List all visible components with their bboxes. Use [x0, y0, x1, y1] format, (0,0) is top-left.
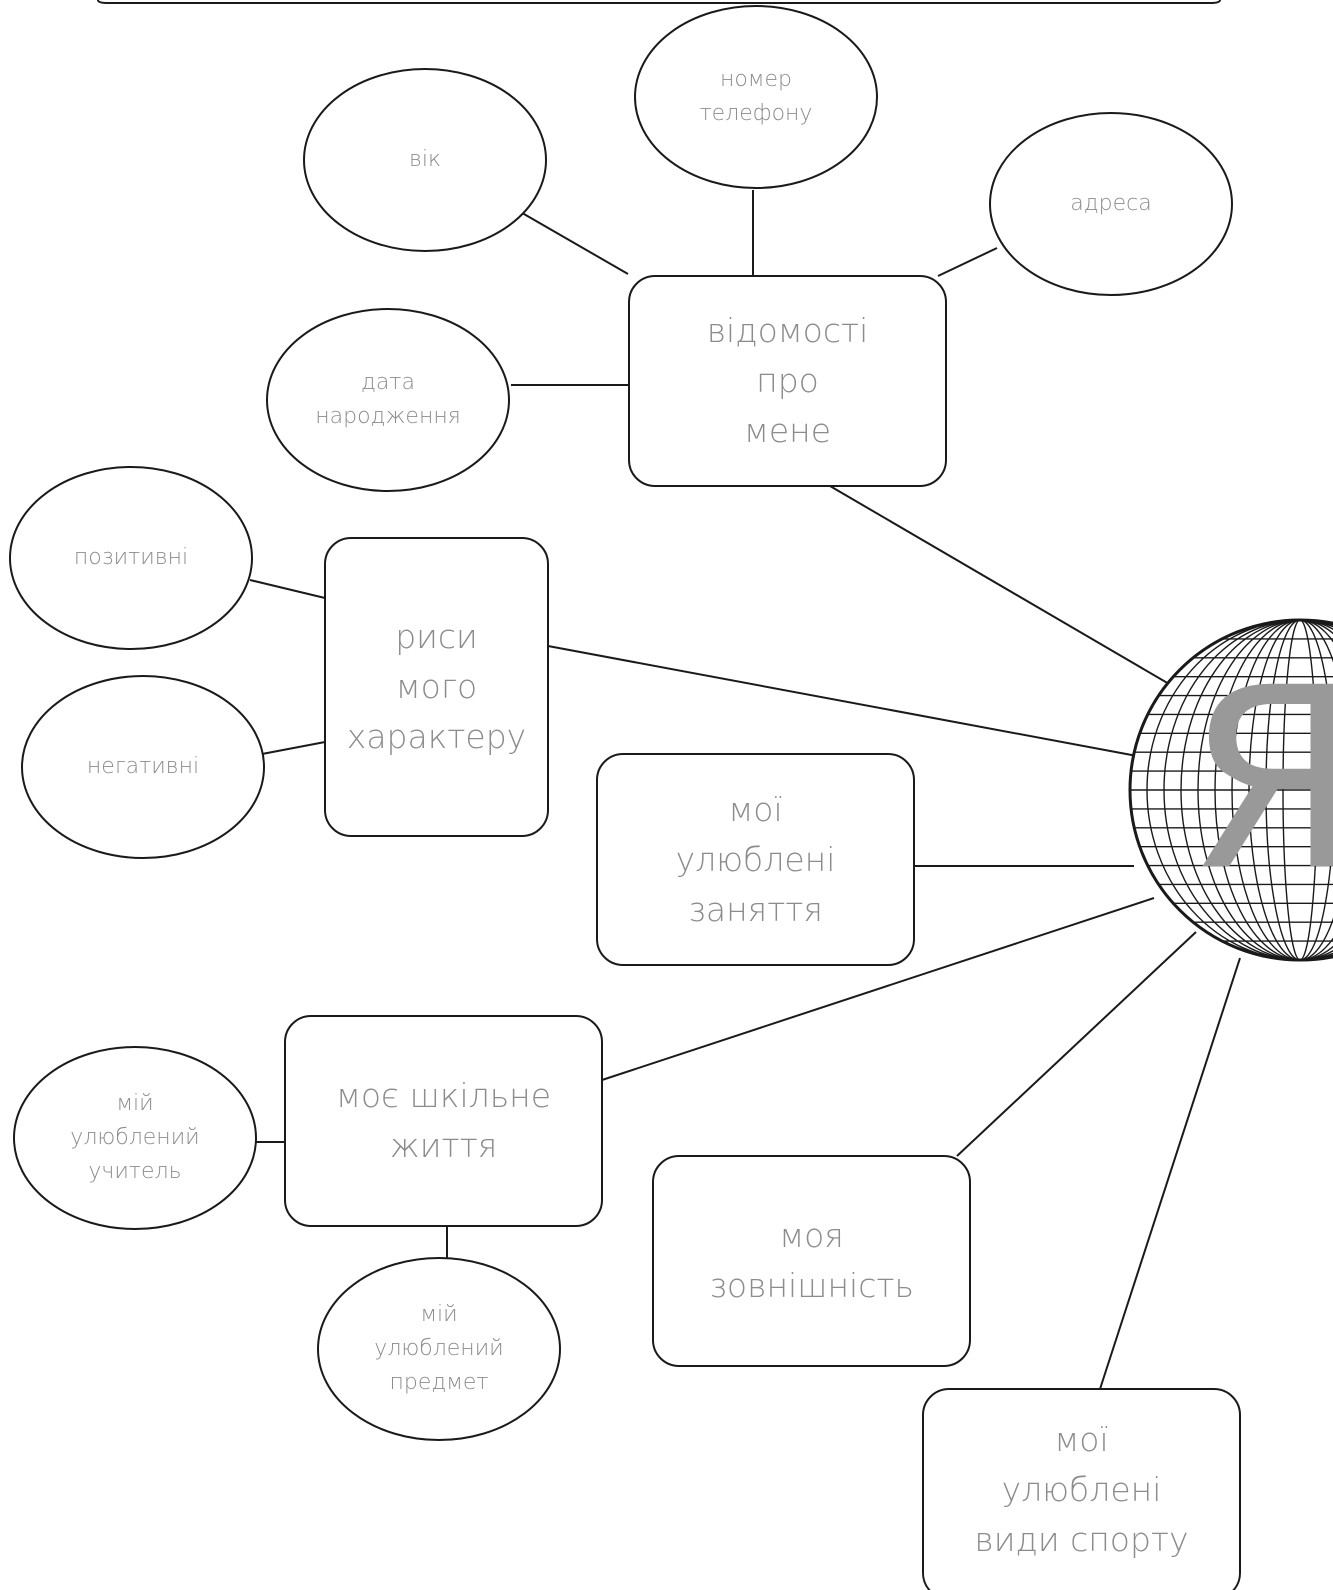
connector-about-me-center [829, 485, 1177, 689]
center-globe [1128, 618, 1333, 962]
connector-address [937, 247, 998, 277]
connectors [249, 190, 1241, 1390]
oval-favorite-teacher-label: мій улюблений учитель [70, 1091, 200, 1184]
box-sports [922, 1388, 1241, 1590]
box-appearance-label: моя зовнішність [709, 1216, 914, 1305]
top-frame [97, 0, 1221, 4]
oval-negative [21, 675, 265, 859]
connector-character-center [547, 645, 1138, 757]
oval-positive [9, 466, 253, 650]
oval-favorite-teacher [13, 1046, 257, 1230]
connector-sports-center [1099, 957, 1241, 1390]
oval-address [989, 112, 1233, 296]
box-character-label: риси мого характеру [346, 617, 527, 756]
connector-appearance-center [956, 931, 1197, 1157]
box-school-life [284, 1015, 603, 1227]
center-label: Я [1186, 634, 1333, 925]
box-appearance [652, 1155, 971, 1367]
box-about-me [628, 275, 947, 487]
box-school-life-label: моє шкільне життя [335, 1076, 552, 1165]
box-hobbies-label: мої улюблені заняття [675, 789, 836, 929]
box-hobbies [596, 753, 915, 966]
oval-phone-label: номер телефону [699, 67, 813, 126]
oval-phone [634, 5, 878, 189]
oval-birthdate-label: дата народження [315, 370, 461, 429]
box-about-me-label: відомості про мене [706, 311, 869, 450]
oval-negative-label: негативні [86, 754, 200, 779]
connector-negative [261, 741, 326, 755]
oval-birthdate [266, 308, 510, 492]
connector-positive [249, 579, 326, 599]
oval-age-label: вік [408, 147, 442, 172]
oval-favorite-subject [317, 1257, 561, 1441]
connector-school-center [601, 897, 1155, 1081]
oval-address-label: адреса [1070, 191, 1152, 216]
oval-favorite-subject-label: мій улюблений предмет [374, 1302, 504, 1395]
box-character [324, 537, 549, 837]
oval-age [303, 68, 547, 252]
box-sports-label: мої улюблені види спорту [974, 1419, 1189, 1559]
connector-age [516, 209, 629, 275]
oval-positive-label: позитивні [73, 545, 189, 570]
